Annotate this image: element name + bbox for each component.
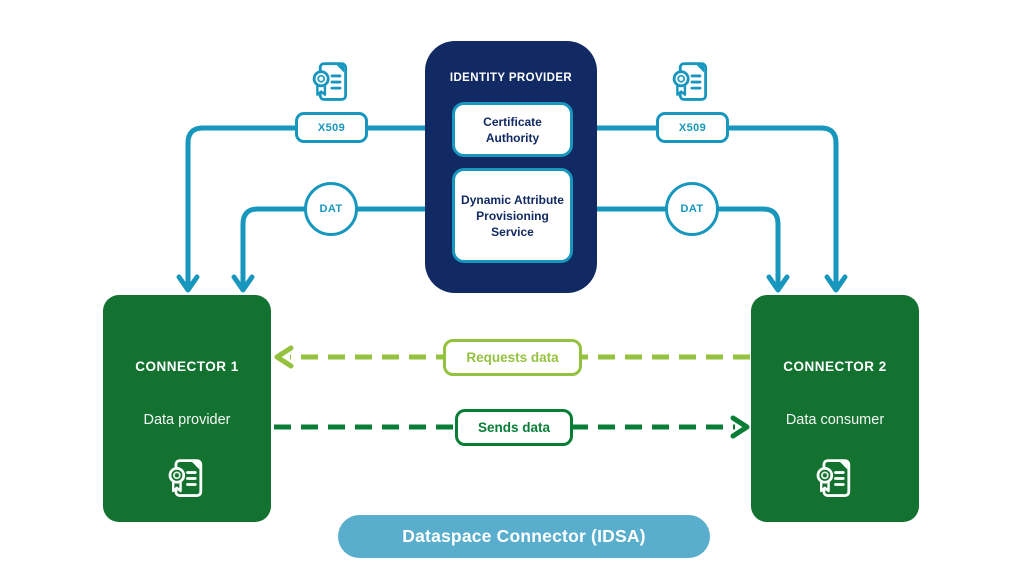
certificate-icon: [164, 453, 210, 505]
dat-label: DAT: [319, 203, 343, 215]
idsa-banner: Dataspace Connector (IDSA): [338, 515, 710, 558]
arrowhead-dat-right: [766, 274, 790, 293]
identity-provider-box: IDENTITY PROVIDER Certificate Authority …: [425, 41, 597, 293]
wire-dat-left: [240, 206, 452, 288]
connector-1-role: Data provider: [143, 412, 231, 428]
daps-box: Dynamic Attribute Provisioning Service: [452, 168, 573, 263]
wire-x509-right: [573, 125, 839, 288]
requests-data-label: Requests data: [443, 339, 582, 376]
x509-label: X509: [317, 121, 346, 134]
dat-badge-left: DAT: [304, 182, 358, 236]
daps-label: Dynamic Attribute Provisioning Service: [461, 192, 564, 239]
x509-label: X509: [678, 121, 707, 134]
requests-data-text: Requests data: [466, 350, 559, 365]
wire-x509-left: [185, 125, 452, 288]
certificate-authority-label: Certificate Authority: [483, 114, 542, 145]
connector-1-title: CONNECTOR 1: [135, 359, 239, 374]
connector-2-box: CONNECTOR 2 Data consumer: [751, 295, 919, 522]
identity-provider-title: IDENTITY PROVIDER: [449, 72, 573, 84]
certificate-icon: [668, 59, 715, 106]
x509-badge-left: X509: [295, 112, 368, 143]
sends-data-label: Sends data: [455, 409, 573, 446]
dat-badge-right: DAT: [665, 182, 719, 236]
x509-badge-right: X509: [656, 112, 729, 143]
connector-1-box: CONNECTOR 1 Data provider: [103, 295, 271, 522]
connector-2-title: CONNECTOR 2: [783, 359, 887, 374]
idsa-banner-text: Dataspace Connector (IDSA): [402, 526, 646, 546]
arrowhead-dat-left: [231, 274, 255, 293]
dat-label: DAT: [680, 203, 704, 215]
connector-2-role: Data consumer: [785, 412, 885, 428]
certificate-authority-box: Certificate Authority: [452, 102, 573, 157]
certificate-icon: [812, 453, 858, 505]
arrowhead-x509-left: [176, 274, 200, 293]
arrowhead-x509-right: [824, 274, 848, 293]
sends-data-text: Sends data: [477, 420, 551, 435]
requests-data-arrowhead: [274, 345, 294, 369]
certificate-icon: [308, 59, 355, 106]
wire-dat-right: [573, 206, 781, 288]
sends-data-arrowhead: [730, 415, 750, 439]
